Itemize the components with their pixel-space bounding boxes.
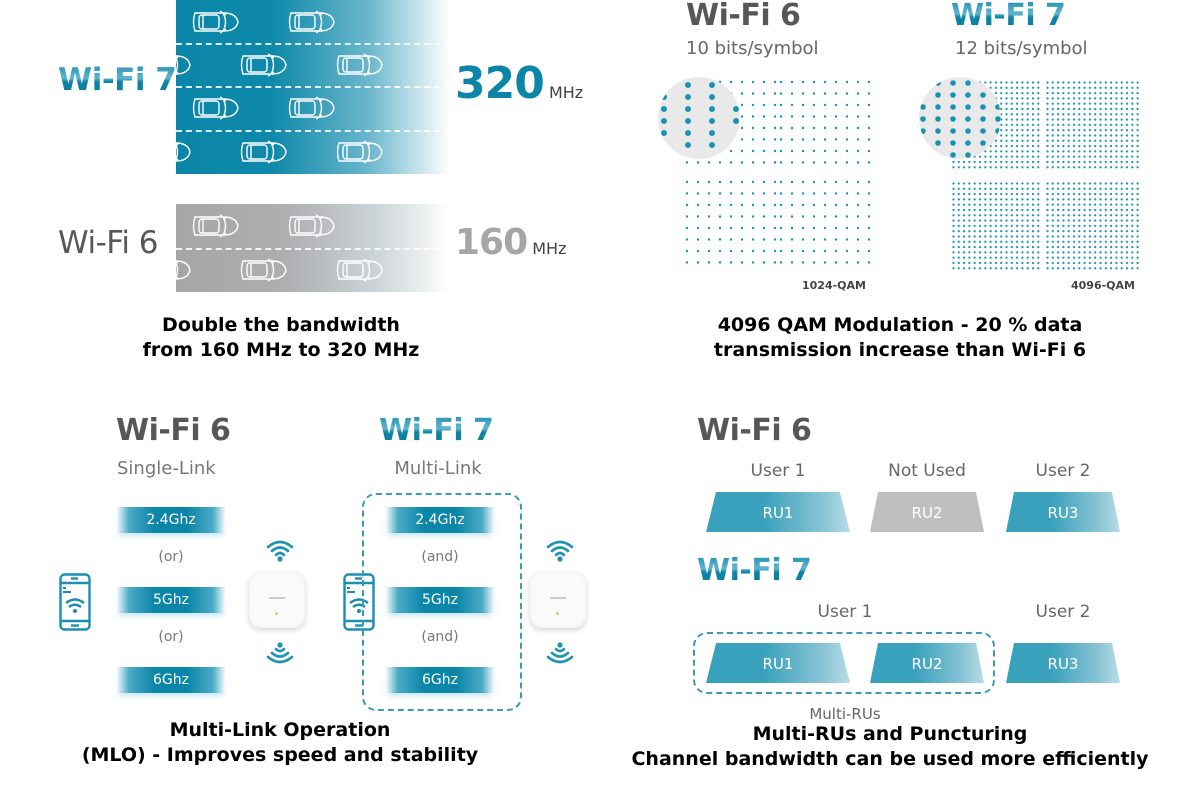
qam-4096-quadrant <box>952 182 1040 270</box>
access-point-icon <box>249 572 305 628</box>
mlo-wifi6-or: (or) <box>158 629 184 645</box>
ru-wifi7-ru3: RU3 <box>1006 643 1120 683</box>
car-icon <box>176 139 192 165</box>
mlo-wifi7-and: (and) <box>421 549 459 565</box>
ru-wifi6-ru2: RU2 <box>870 492 984 532</box>
car-icon <box>334 52 384 78</box>
mlo-wifi7-band-6ghz: 6Ghz <box>385 667 495 693</box>
wifi7-320mhz-road <box>176 0 450 174</box>
bandwidth-caption: Double the bandwidth from 160 MHz to 320… <box>142 314 420 361</box>
multi-link-group <box>362 493 522 711</box>
mlo-caption: Multi-Link Operation (MLO) - Improves sp… <box>81 719 479 766</box>
mlo-wifi6-or: (or) <box>158 549 184 565</box>
smartphone-wifi-icon <box>59 573 91 631</box>
ru-wifi6-ru1: RU1 <box>706 492 850 532</box>
qam-1024-label: 1024-QAM <box>802 279 866 292</box>
ru-wifi6-ru3: RU3 <box>1006 492 1120 532</box>
mlo-wifi6-band-5ghz: 5Ghz <box>116 587 226 613</box>
car-icon <box>286 213 336 239</box>
wifi-signal-icon <box>545 641 575 667</box>
ru-wifi6-user-label: Not Used <box>888 461 966 481</box>
mlo-wifi7-band-5ghz: 5Ghz <box>385 587 495 613</box>
ru-wifi7-ru1: RU1 <box>706 643 850 683</box>
multi-ru-group <box>693 632 995 694</box>
wifi-signal-icon <box>265 537 295 563</box>
wifi-signal-icon <box>265 641 295 667</box>
mlo-wifi6-subtitle: Single-Link <box>117 458 216 479</box>
qam-wifi7-subtitle: 12 bits/symbol <box>955 38 1088 59</box>
car-icon <box>190 213 240 239</box>
car-icon <box>190 95 240 121</box>
car-icon <box>238 52 288 78</box>
car-icon <box>176 257 192 283</box>
car-icon <box>238 139 288 165</box>
wifi7-bandwidth-value: 320 MHz <box>455 58 584 109</box>
car-icon <box>238 257 288 283</box>
ru-wifi7-user-label: User 1 <box>817 602 873 622</box>
mlo-wifi6-band-2-4ghz: 2.4Ghz <box>116 507 226 533</box>
multi-ru-label: Multi-RUs <box>809 705 881 723</box>
car-icon <box>334 257 384 283</box>
car-icon <box>286 9 336 35</box>
qam-4096-quadrant <box>1046 182 1139 270</box>
qam-wifi6-subtitle: 10 bits/symbol <box>686 38 819 59</box>
qam-4096-magnifier <box>919 77 1001 159</box>
ru-wifi6-title: Wi-Fi 6 <box>697 413 812 448</box>
qam-4096-label: 4096-QAM <box>1071 279 1135 292</box>
ru-wifi6-user-label: User 2 <box>1035 461 1091 481</box>
mlo-wifi6-band-6ghz: 6Ghz <box>116 667 226 693</box>
wifi6-bandwidth-value: 160 MHz <box>455 222 567 263</box>
qam-1024-quadrant <box>779 180 871 272</box>
wifi7-label: Wi-Fi 7 <box>58 62 177 98</box>
mlo-wifi7-band-2-4ghz: 2.4Ghz <box>385 507 495 533</box>
car-icon <box>190 9 240 35</box>
wifi6-label: Wi-Fi 6 <box>58 225 159 261</box>
qam-4096-quadrant <box>1046 81 1139 169</box>
qam-wifi7-title: Wi-Fi 7 <box>951 0 1066 33</box>
mlo-wifi7-subtitle: Multi-Link <box>394 458 482 479</box>
access-point-icon <box>530 572 586 628</box>
qam-1024-magnifier <box>658 77 740 159</box>
ru-caption: Multi-RUs and Puncturing Channel bandwid… <box>631 723 1149 770</box>
mlo-wifi7-title: Wi-Fi 7 <box>379 413 494 448</box>
qam-wifi6-title: Wi-Fi 6 <box>686 0 801 33</box>
wifi6-160mhz-road <box>176 204 450 292</box>
wifi-signal-icon <box>545 537 575 563</box>
car-icon <box>286 95 336 121</box>
qam-1024-quadrant <box>685 180 777 272</box>
mlo-wifi6-title: Wi-Fi 6 <box>116 413 231 448</box>
car-icon <box>334 139 384 165</box>
qam-1024-quadrant <box>779 80 871 172</box>
ru-wifi7-title: Wi-Fi 7 <box>697 553 812 588</box>
ru-wifi7-user-label: User 2 <box>1035 602 1091 622</box>
ru-wifi7-ru2: RU2 <box>870 643 984 683</box>
qam-caption: 4096 QAM Modulation - 20 % data transmis… <box>713 314 1087 361</box>
mlo-wifi7-and: (and) <box>421 629 459 645</box>
car-icon <box>176 52 192 78</box>
ru-wifi6-user-label: User 1 <box>750 461 806 481</box>
